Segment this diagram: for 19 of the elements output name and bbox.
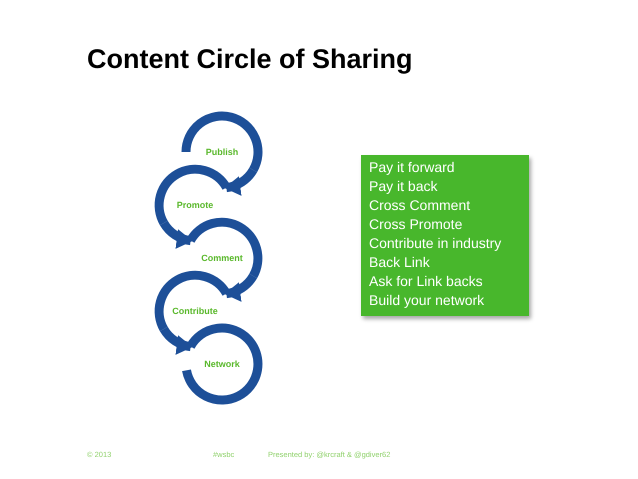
- step-label: Comment: [201, 253, 243, 263]
- list-item: Build your network: [369, 291, 486, 310]
- step-label: Publish: [206, 147, 238, 157]
- list-item: Cross Promote: [369, 215, 464, 234]
- list-item: Ask for Link backs: [369, 272, 484, 291]
- curved-arrow: [160, 220, 193, 248]
- step-label: Network: [204, 359, 240, 369]
- text-panel: [361, 155, 529, 316]
- list-item: Back Link: [369, 253, 431, 272]
- curved-arrow: [224, 274, 257, 302]
- list-item: Contribute in industry: [369, 234, 502, 253]
- slide-title: Content Circle of Sharing: [87, 44, 413, 75]
- list-item: Cross Comment: [369, 196, 472, 215]
- step-label: Contribute: [172, 306, 218, 316]
- curved-arrow: [224, 168, 257, 196]
- list-item: Pay it forward: [369, 158, 456, 177]
- step-label: Promote: [176, 200, 214, 210]
- curved-arrow: [160, 326, 193, 354]
- list-item: Pay it back: [369, 177, 438, 196]
